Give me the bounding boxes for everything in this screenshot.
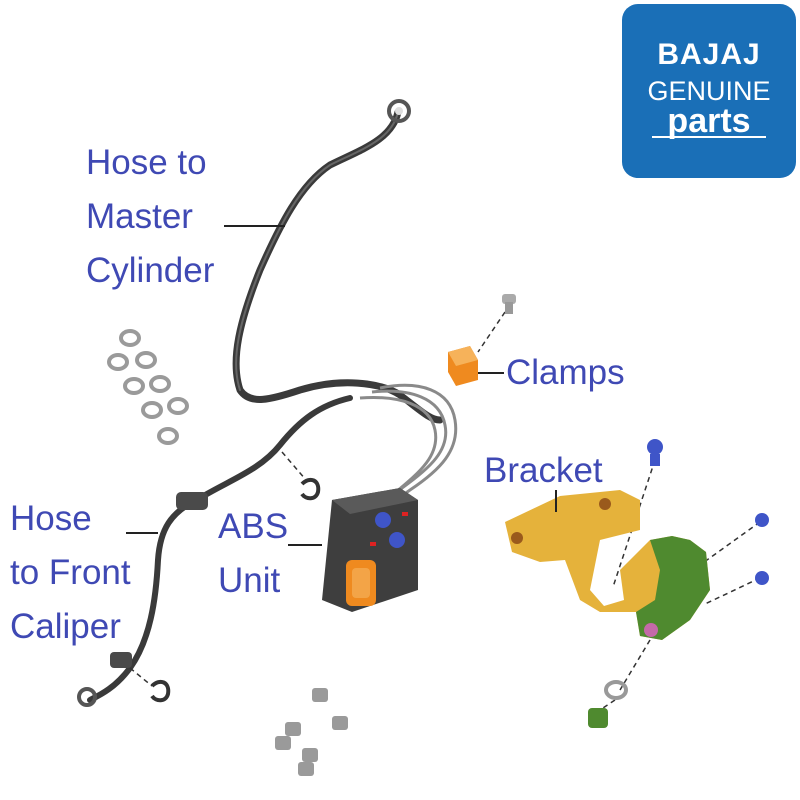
label-hose-to-master: Hose to (86, 143, 207, 182)
abs-unit (322, 488, 418, 612)
banjo-fitting-top (387, 99, 411, 123)
label-abs: ABS (218, 507, 289, 546)
label-unit: Unit (218, 561, 281, 600)
logo-underline (652, 136, 766, 138)
label-caliper: Caliper (10, 607, 121, 646)
logo-brand: BAJAJ (657, 38, 761, 71)
sealing-washers (107, 329, 189, 445)
master-cylinder-hose (232, 108, 444, 424)
logo-genuine: GENUINE (647, 76, 771, 106)
label-bracket: Bracket (484, 451, 603, 490)
label-master: Master (86, 197, 193, 236)
leader-dashes (129, 311, 761, 711)
abs-mounting-bolts (275, 688, 348, 776)
hose-fittings (77, 492, 208, 707)
clamp-screw (502, 294, 516, 314)
clamps-part (448, 346, 478, 386)
bracket-bolts (588, 439, 769, 728)
bajaj-genuine-parts-logo: BAJAJ GENUINE parts (622, 4, 796, 178)
label-hose-front: Hose (10, 499, 92, 538)
logo-parts: parts (667, 102, 751, 140)
label-clamps: Clamps (506, 353, 625, 392)
label-to-front: to Front (10, 553, 131, 592)
hose-clips (150, 477, 321, 703)
label-cylinder: Cylinder (86, 251, 215, 290)
label-leaders (126, 225, 557, 546)
bracket-part (505, 490, 710, 640)
